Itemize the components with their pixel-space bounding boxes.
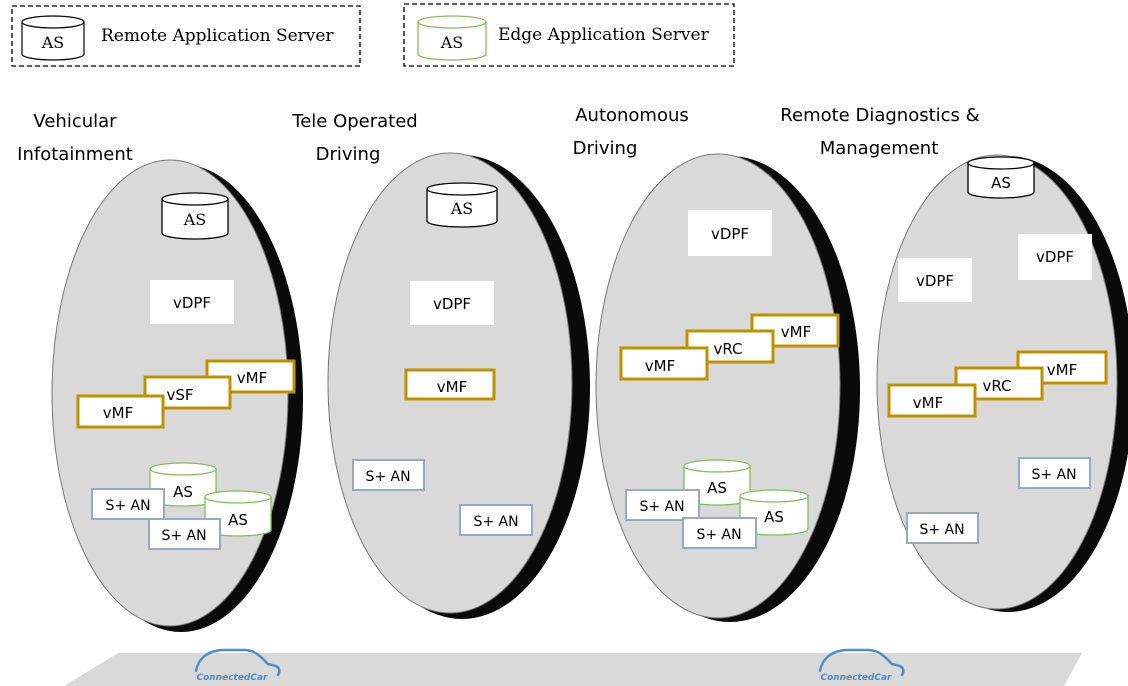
vnf-label: vMF	[437, 378, 467, 396]
vdpf-box-slice-4a: vDPF	[898, 258, 972, 302]
access-node-label: S+ AN	[161, 528, 206, 544]
access-node-box: S+ AN	[625, 489, 700, 521]
access-node-box: S+ AN	[352, 459, 425, 491]
vmf-box: vMF	[619, 346, 709, 381]
vmf-box: vMF	[404, 368, 496, 401]
edge-as-label: AS	[173, 483, 193, 501]
remote-as-label: AS	[991, 174, 1011, 192]
access-node-box: S+ AN	[91, 488, 165, 520]
vnf-label: vMF	[237, 369, 267, 387]
vnf-label: vRC	[982, 377, 1011, 395]
remote-as-label: AS	[183, 210, 207, 229]
vmf-box: vMF	[887, 383, 977, 418]
car-label: ConnectedCar	[196, 673, 268, 683]
edge-as-label: AS	[707, 479, 727, 497]
vnf-label: vMF	[913, 394, 943, 412]
vdpf-box-slice-2: vDPF	[410, 281, 494, 325]
vdpf-box-slice-1: vDPF	[150, 280, 234, 324]
access-node-box: S+ AN	[459, 504, 533, 536]
slice-title-line: Infotainment	[17, 144, 133, 165]
access-node-box: S+ AN	[682, 517, 757, 549]
slice-title-line: Vehicular	[33, 111, 117, 132]
vnf-label: vMF	[1047, 361, 1077, 379]
vdpf-box-slice-4b: vDPF	[1018, 234, 1092, 280]
legend-edge-as: AS Edge Application Server	[403, 3, 735, 67]
access-node-box: S+ AN	[906, 512, 979, 544]
vmf-box: vMF	[1016, 350, 1108, 385]
vnf-label: vRC	[713, 340, 742, 358]
access-node-label: S+ AN	[639, 499, 684, 515]
access-node-label: S+ AN	[365, 469, 410, 485]
legend-edge-as-symbol: AS	[440, 33, 464, 52]
vnf-chain-slice-3: vMF vRC vMF	[619, 313, 840, 381]
vmf-box: vMF	[750, 313, 840, 348]
legend-remote-as-symbol: AS	[41, 33, 65, 52]
vnf-label: vMF	[781, 323, 811, 341]
vdpf-label: vDPF	[173, 294, 211, 312]
access-node-label: S+ AN	[696, 527, 741, 543]
access-node-box: S+ AN	[148, 518, 221, 550]
access-node-label: S+ AN	[1031, 467, 1076, 483]
edge-access-group-slice-1: AS AS S+ AN S+ AN	[91, 462, 272, 550]
edge-as-cylinder: AS	[204, 490, 272, 537]
slice-title-line: Autonomous	[575, 105, 689, 126]
edge-as-cylinder-icon	[417, 15, 487, 61]
slice-title-line: Tele Operated	[291, 111, 417, 132]
slice-title-remote-diagnostics: Remote Diagnostics & Management	[780, 105, 979, 159]
vnf-label: vMF	[103, 404, 133, 422]
slice-title-line: Remote Diagnostics &	[780, 105, 979, 126]
vdpf-label: vDPF	[711, 225, 749, 243]
connected-car-icon: ConnectedCar	[818, 648, 905, 683]
vnf-chain-slice-2: vMF	[404, 368, 496, 401]
slice-title-line: Management	[820, 138, 939, 159]
slice-title-line: Driving	[573, 138, 638, 159]
access-node-label: S+ AN	[919, 522, 964, 538]
edge-access-group-slice-2: S+ AN S+ AN	[352, 459, 533, 536]
legend-edge-as-label: Edge Application Server	[498, 25, 710, 45]
legend-remote-as: AS Remote Application Server	[11, 5, 361, 67]
edge-as-label: AS	[764, 508, 784, 526]
slice-title-line: Driving	[316, 144, 381, 165]
edge-as-cylinder: AS	[149, 462, 217, 507]
slice-title-tele-operated-driving: Tele Operated Driving	[291, 111, 417, 165]
remote-as-cylinder-icon	[21, 15, 85, 61]
slice-title-autonomous-driving: Autonomous Driving	[573, 105, 689, 159]
remote-as-cylinder-slice-1: AS	[161, 192, 229, 240]
remote-as-cylinder-slice-2: AS	[426, 182, 498, 228]
car-label: ConnectedCar	[820, 673, 892, 683]
remote-as-cylinder-slice-4: AS	[967, 156, 1035, 199]
edge-access-group-slice-4: S+ AN S+ AN	[906, 457, 1091, 544]
edge-access-group-slice-3: AS AS S+ AN S+ AN	[625, 459, 809, 549]
vdpf-label: vDPF	[1036, 248, 1074, 266]
access-node-box: S+ AN	[1018, 457, 1091, 489]
connected-car-icon: ConnectedCar	[194, 648, 281, 683]
vnf-label: vMF	[645, 357, 675, 375]
vnf-chain-slice-1: vMF vSF vMF	[76, 359, 296, 429]
remote-as-label: AS	[450, 199, 474, 218]
vdpf-label: vDPF	[916, 272, 954, 290]
vdpf-label: vDPF	[433, 295, 471, 313]
access-node-label: S+ AN	[473, 514, 518, 530]
slice-title-vehicular-infotainment: Vehicular Infotainment	[17, 111, 133, 165]
vnf-chain-slice-4: vMF vRC vMF	[887, 350, 1108, 418]
vnf-label: vSF	[166, 386, 193, 404]
access-node-label: S+ AN	[105, 498, 150, 514]
road-plane	[64, 653, 1082, 686]
vdpf-box-slice-3: vDPF	[688, 210, 772, 256]
legend-remote-as-label: Remote Application Server	[101, 26, 334, 46]
vmf-box: vMF	[76, 394, 165, 429]
edge-as-label: AS	[228, 511, 248, 529]
